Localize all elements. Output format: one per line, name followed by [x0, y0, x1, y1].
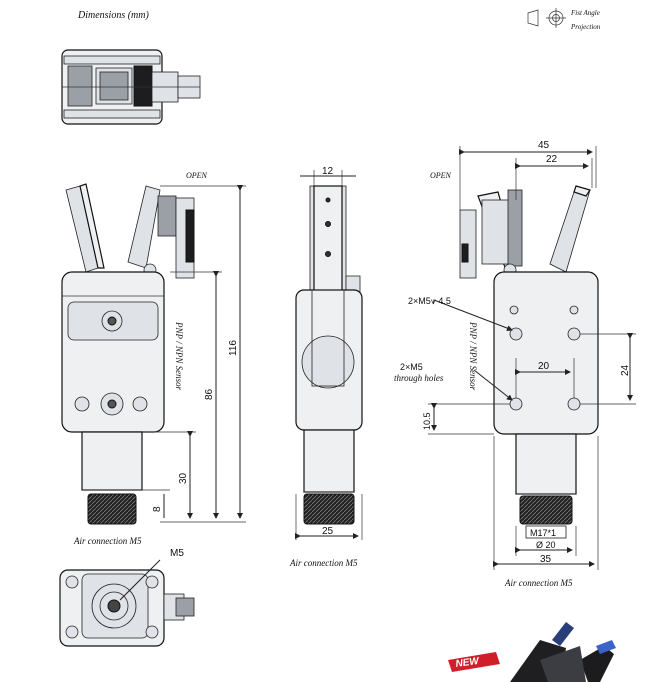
middle-view	[295, 185, 363, 525]
left-dimensions	[142, 185, 246, 523]
dim-22: 22	[546, 154, 558, 165]
dim-12: 12	[322, 166, 334, 177]
middle-air-label: Air connection M5	[289, 558, 358, 568]
top-view	[61, 49, 201, 125]
through-label-1: 2×M5	[400, 362, 423, 372]
new-badge: NEW	[448, 652, 500, 672]
left-sensor-label: PNP / NPN Sensor	[174, 321, 184, 391]
right-open-label: OPEN	[430, 171, 452, 180]
left-air-label: Air connection M5	[73, 536, 142, 546]
dim-25: 25	[322, 526, 334, 537]
right-sensor-label: PNP / NPN Sensor	[468, 321, 478, 391]
right-dimensions	[428, 146, 636, 570]
projection-line2: Projection	[570, 23, 601, 31]
dim-24: 24	[620, 364, 631, 376]
dim-35: 35	[540, 554, 552, 565]
holes-label: 2×M5⩛ 4.5	[408, 296, 451, 306]
dim-86: 86	[204, 388, 215, 400]
port-label: M5	[170, 548, 184, 559]
projection-symbol-icon	[527, 8, 566, 28]
dim-dia-20: Ø 20	[536, 540, 556, 550]
middle-dimensions	[295, 170, 363, 540]
bottom-view	[59, 559, 195, 647]
dim-116: 116	[228, 340, 239, 356]
dim-8: 8	[152, 506, 163, 512]
right-view	[459, 185, 599, 525]
dim-45: 45	[538, 140, 550, 151]
new-badge-text: NEW	[455, 656, 481, 670]
product-photo	[510, 622, 616, 682]
dim-30: 30	[178, 472, 189, 484]
left-open-label: OPEN	[186, 171, 208, 180]
dim-20-spacing: 20	[538, 361, 550, 372]
through-label-2: through holes	[394, 373, 444, 383]
dim-10-5: 10.5	[422, 412, 432, 430]
left-view	[61, 183, 195, 525]
thread-label: M17*1	[530, 528, 556, 538]
dimensions-note: Dimensions (mm)	[77, 10, 149, 21]
projection-line1: Fist Angle	[570, 9, 600, 17]
right-air-label: Air connection M5	[504, 578, 573, 588]
